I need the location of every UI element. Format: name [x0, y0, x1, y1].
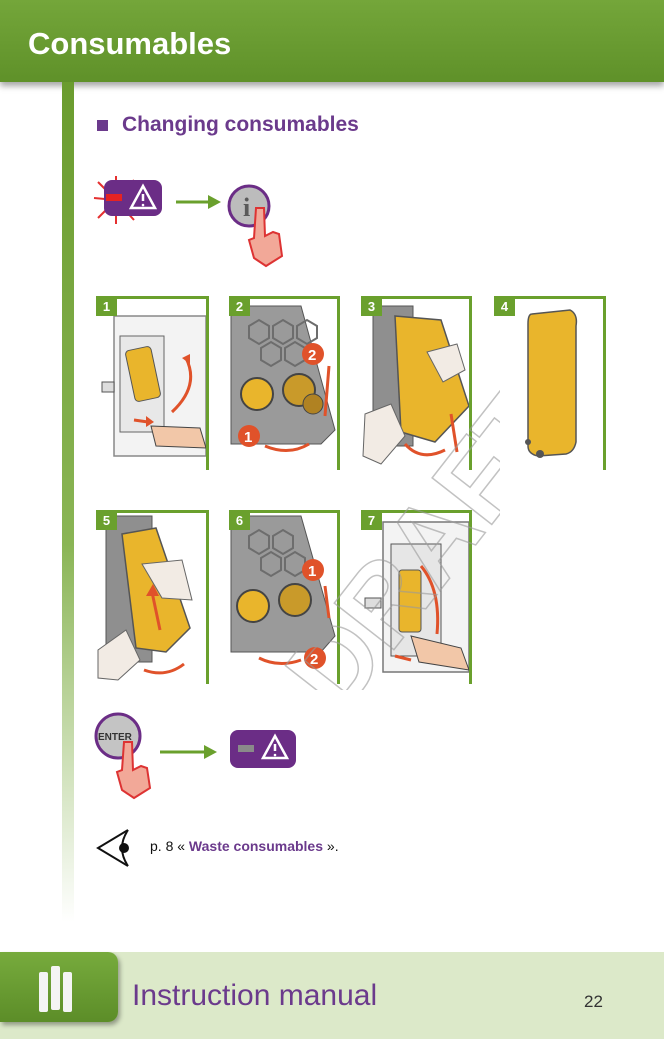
page-header: Consumables: [0, 0, 664, 82]
svg-text:i: i: [243, 193, 250, 222]
reference-note: p. 8 « Waste consumables ».: [150, 838, 339, 854]
waste-consumables-link[interactable]: Waste consumables: [189, 838, 323, 854]
step-number: 4: [494, 296, 515, 316]
note-suffix: ».: [323, 838, 339, 854]
cartridge-icon: [528, 310, 576, 456]
step-number: 5: [96, 510, 117, 530]
section-bullet-icon: [97, 120, 108, 131]
eye-icon: [94, 826, 134, 870]
enter-button-icon: ENTER: [96, 714, 150, 798]
svg-text:2: 2: [308, 347, 316, 364]
enter-to-clear-sequence: ENTER: [92, 708, 302, 800]
step-panel-4: 4: [494, 296, 606, 470]
blinking-warning-icon: [94, 176, 162, 224]
page-number: 22: [584, 992, 603, 1012]
step-number: 1: [96, 296, 117, 316]
section-title: Changing consumables: [122, 113, 359, 137]
draft-watermark: DRAFT: [180, 390, 500, 690]
arrow-right-icon: [176, 195, 221, 209]
footer-tab: [0, 952, 118, 1022]
step-number: 3: [361, 296, 382, 316]
section-heading: Changing consumables: [97, 112, 359, 138]
warning-cleared-icon: [230, 730, 296, 768]
side-bar-decoration: [62, 82, 74, 922]
manual-icon: [0, 952, 118, 1022]
info-button-icon: i: [229, 186, 282, 266]
note-prefix: p. 8 «: [150, 838, 189, 854]
step-number: 2: [229, 296, 250, 316]
page-title: Consumables: [28, 26, 231, 62]
warning-to-info-sequence: i: [86, 168, 296, 270]
arrow-right-icon: [160, 745, 217, 759]
footer-title: Instruction manual: [132, 979, 377, 1013]
svg-text:DRAFT: DRAFT: [262, 390, 500, 690]
